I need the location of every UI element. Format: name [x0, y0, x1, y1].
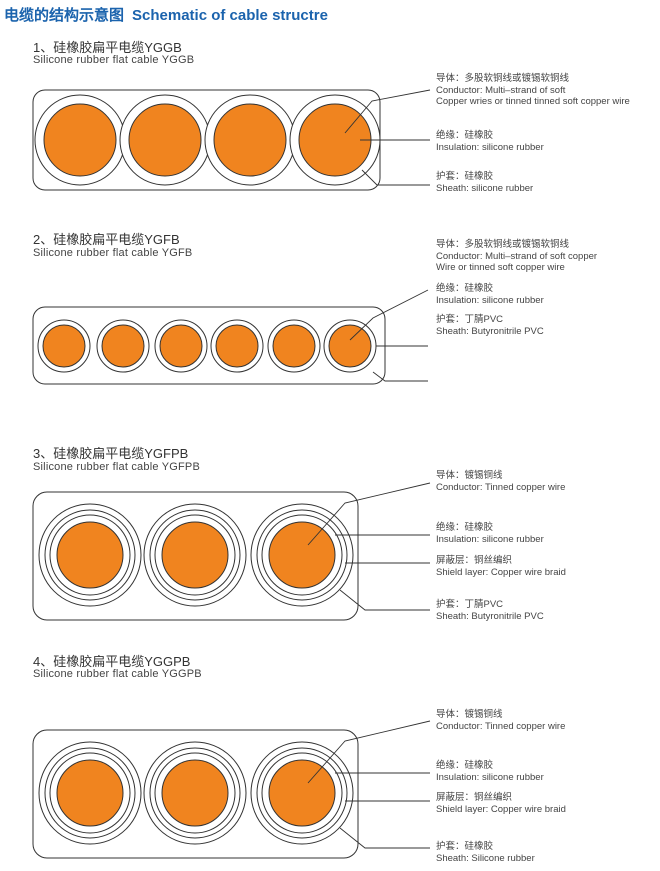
conductor-core	[43, 103, 117, 177]
leader-sheath	[372, 371, 428, 382]
callout-en: Conductor: Tinned copper wire	[436, 481, 566, 493]
callout-en: Wire or tinned soft copper wire	[436, 262, 565, 273]
conductor-core	[128, 103, 202, 177]
callout-cn: 导体：多股软铜线或镀锡软铜线	[436, 73, 570, 84]
callout-cn: 绝缘：硅橡胶	[436, 283, 494, 294]
conductor-core	[213, 103, 287, 177]
leader-sheath	[339, 589, 430, 611]
section-3-subtitle: Silicone rubber flat cable YGFPB	[33, 461, 201, 473]
title-en: Schematic of cable structre	[132, 7, 328, 24]
callout-cn: 绝缘：硅橡胶	[436, 130, 494, 141]
section-2-subtitle: Silicone rubber flat cable YGFB	[33, 247, 193, 259]
section-1-title: 1、硅橡胶扁平电缆YGGB	[33, 40, 182, 55]
section-1-subtitle: Silicone rubber flat cable YGGB	[33, 54, 195, 66]
cable-3-sheath	[32, 491, 359, 621]
section-3-title: 3、硅橡胶扁平电缆YGFPB	[33, 446, 189, 461]
callout-en: Insulation: silicone rubber	[436, 533, 544, 545]
title-cn: 电缆的结构示意图	[4, 7, 125, 24]
cable-4-sheath	[32, 729, 359, 859]
callout-en: Conductor: Multi–strand of soft copper	[436, 250, 598, 262]
callout-en: Copper wries or tinned tinned soft coppe…	[436, 96, 630, 107]
callout-cn: 导体：多股软铜线或镀锡软铜线	[436, 239, 570, 250]
callout-en: Sheath: Butyronitrile PVC	[436, 610, 544, 622]
conductor-core	[272, 324, 316, 368]
conductor-core	[161, 759, 229, 827]
conductor-core	[159, 324, 203, 368]
conductor-core	[268, 521, 336, 589]
callout-cn: 护套：丁腈PVC	[436, 314, 504, 325]
leader-conductor	[307, 482, 431, 546]
callout-en: Insulation: silicone rubber	[436, 141, 544, 153]
leader-conductor	[307, 720, 431, 784]
conductor-core	[215, 324, 259, 368]
callout-en: Shield layer: Copper wire braid	[436, 566, 566, 578]
callout-cn: 护套：硅橡胶	[436, 841, 494, 852]
page-title: 电缆的结构示意图 Schematic of cable structre	[4, 4, 336, 25]
callout-en: Insulation: silicone rubber	[436, 294, 544, 306]
callout-cn: 绝缘：硅橡胶	[436, 522, 494, 533]
conductor-core	[101, 324, 145, 368]
conductor-core	[56, 521, 124, 589]
callout-cn: 屏蔽层：铜丝编织	[436, 792, 513, 803]
callout-en: Sheath: silicone rubber	[436, 182, 534, 194]
callout-en: Conductor: Multi–strand of soft	[436, 84, 566, 96]
conductor-core	[328, 324, 372, 368]
section-4-subtitle: Silicone rubber flat cable YGGPB	[33, 668, 202, 680]
conductor-core	[56, 759, 124, 827]
callout-en: Insulation: silicone rubber	[436, 771, 544, 783]
section-2-title: 2、硅橡胶扁平电缆YGFB	[33, 232, 180, 247]
conductor-core	[161, 521, 229, 589]
callout-cn: 绝缘：硅橡胶	[436, 760, 494, 771]
callout-en: Shield layer: Copper wire braid	[436, 803, 566, 815]
callout-cn: 护套：丁腈PVC	[436, 599, 504, 610]
leader-conductor	[349, 289, 429, 341]
leader-sheath	[339, 827, 430, 849]
conductor-core	[268, 759, 336, 827]
callout-en: Conductor: Tinned copper wire	[436, 720, 566, 732]
callout-cn: 护套：硅橡胶	[436, 171, 494, 182]
callout-en: Sheath: Butyronitrile PVC	[436, 325, 544, 337]
leader-sheath	[361, 169, 430, 186]
conductor-core	[42, 324, 86, 368]
callout-en: Sheath: Silicone rubber	[436, 852, 535, 864]
cable-2-sheath	[32, 306, 386, 385]
callout-cn: 导体：镀锡铜线	[436, 709, 503, 720]
section-4-title: 4、硅橡胶扁平电缆YGGPB	[33, 654, 191, 669]
callout-cn: 屏蔽层：铜丝编织	[436, 555, 513, 566]
callout-cn: 导体：镀锡铜线	[436, 470, 503, 481]
leader-conductor	[344, 89, 431, 134]
